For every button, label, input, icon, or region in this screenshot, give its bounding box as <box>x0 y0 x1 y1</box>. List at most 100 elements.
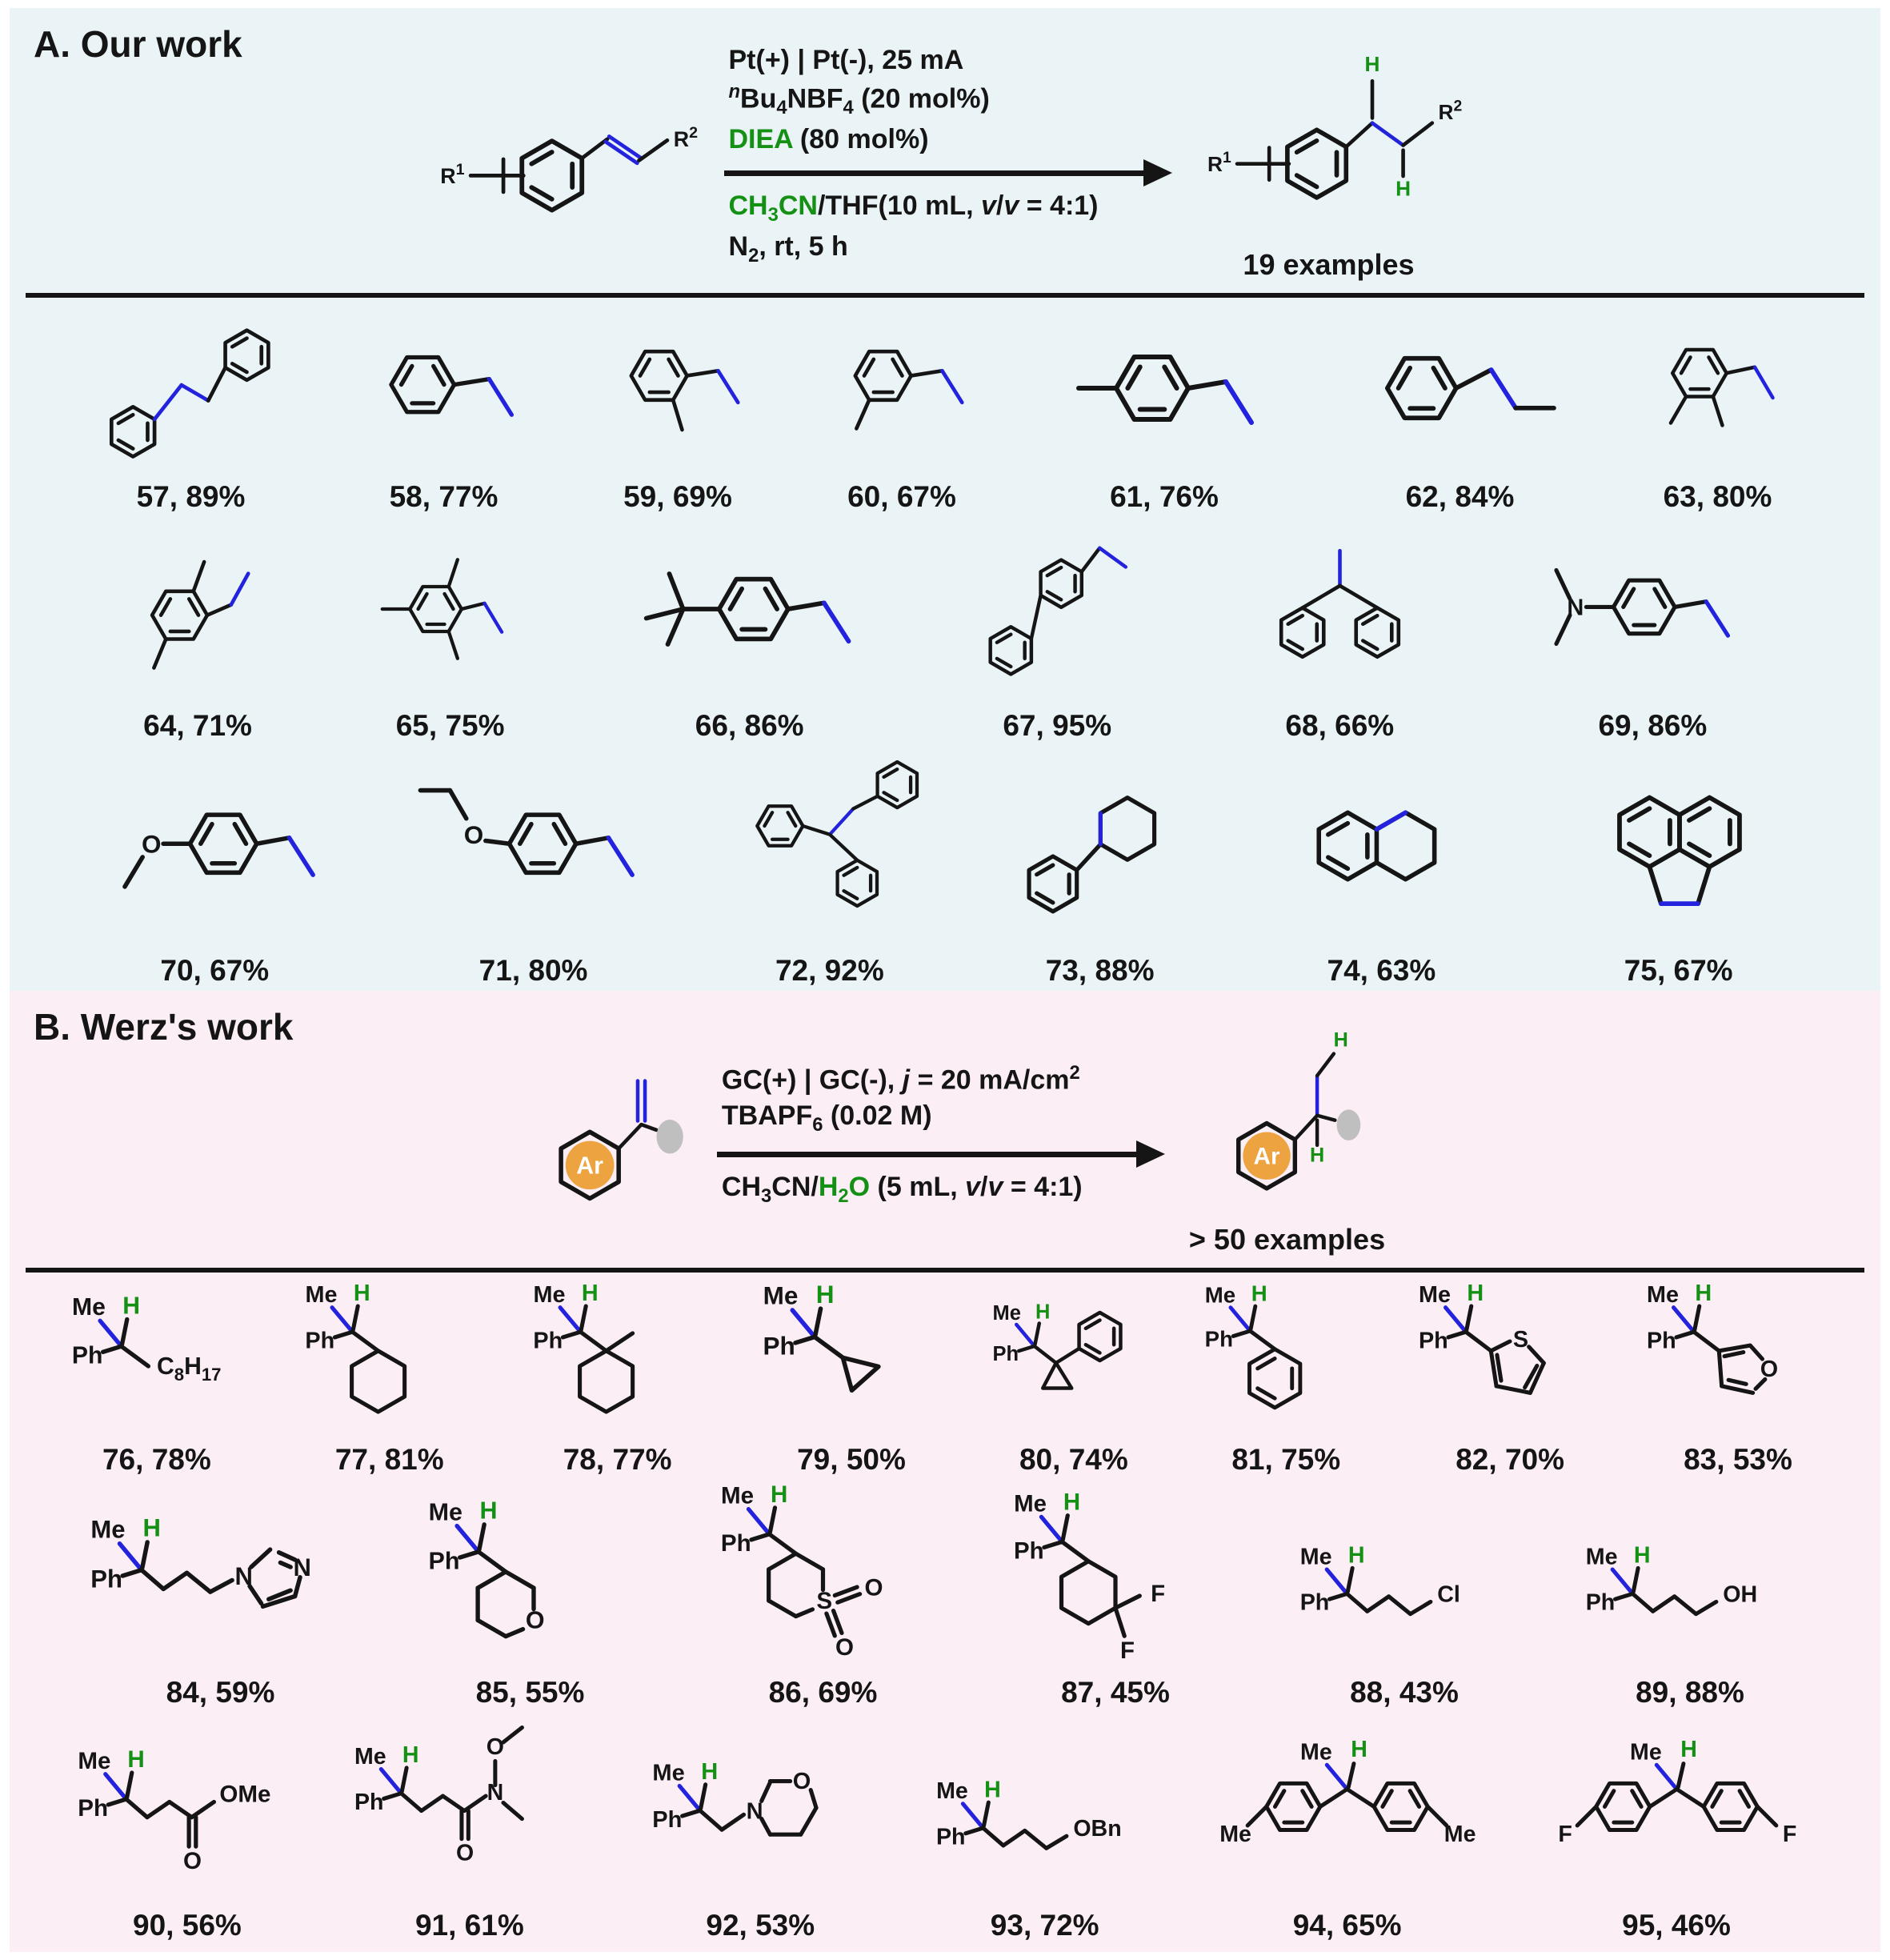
svg-text:OH: OH <box>1723 1581 1757 1607</box>
examples-count-b: > 50 examples <box>1188 1223 1386 1256</box>
structure-61 <box>1076 304 1254 425</box>
svg-text:R2: R2 <box>1438 98 1461 124</box>
reaction-arrow-icon <box>716 1140 1165 1168</box>
svg-text:H: H <box>1309 1144 1323 1167</box>
compound-label: 68, 66% <box>1285 709 1395 742</box>
structure-95: F F <box>1558 1733 1796 1847</box>
compound-label: 86, 69% <box>768 1676 878 1709</box>
structure-67 <box>968 546 1128 701</box>
scheme-b-reactant: Ar <box>505 1079 683 1235</box>
compound-82: S 82, 70% <box>1408 1279 1612 1477</box>
svg-text:O: O <box>183 1848 202 1874</box>
compound-57: 57, 89% <box>94 304 287 514</box>
compound-row-a3: O 70, 67% O 71, 80% <box>26 746 1864 988</box>
compound-66: 66, 86% <box>623 517 876 743</box>
compound-78: 78, 77% <box>516 1279 719 1477</box>
compound-label: 94, 65% <box>1292 1909 1402 1942</box>
compound-83: O 83, 53% <box>1636 1279 1840 1477</box>
scheme-a-product-block: R1 H H R2 19 examples <box>1196 30 1462 282</box>
compound-label: 92, 53% <box>706 1909 815 1942</box>
compound-80: 80, 74% <box>983 1279 1163 1477</box>
structure-84: N N <box>89 1500 311 1609</box>
structure-63 <box>1668 304 1775 427</box>
compound-label: 73, 88% <box>1045 954 1155 987</box>
condition-line: N2, rt, 5 h <box>728 231 848 267</box>
structure-85: O <box>415 1496 545 1639</box>
structure-88: Cl <box>1293 1540 1460 1668</box>
compound-86: S O O 86, 69% <box>708 1480 938 1709</box>
structure-83: O <box>1636 1279 1778 1395</box>
compound-62: 62, 84% <box>1349 304 1571 514</box>
compound-59: 59, 69% <box>600 304 755 514</box>
compound-label: 78, 77% <box>563 1443 672 1476</box>
structure-94: Me Me <box>1219 1733 1476 1847</box>
structure-75 <box>1560 746 1798 906</box>
svg-text:N: N <box>235 1562 253 1590</box>
ar-circle-icon <box>1242 1132 1291 1180</box>
structure-58 <box>356 304 514 417</box>
compound-label: 61, 76% <box>1110 480 1219 513</box>
compound-91: O N O 91, 61% <box>349 1713 591 1942</box>
compound-84: N N 84, 59% <box>89 1500 352 1709</box>
compound-label: 81, 75% <box>1231 1443 1341 1476</box>
compound-label: 87, 45% <box>1061 1676 1170 1709</box>
structure-89: OH <box>1579 1540 1757 1668</box>
compound-71: O 71, 80% <box>404 746 663 988</box>
reaction-conditions-b: GC(+) | GC(-), j = 20 mA/cm2 TBAPF6 (0.0… <box>716 1060 1165 1210</box>
compound-label: 71, 80% <box>479 954 588 987</box>
compound-60: 60, 67% <box>824 304 979 514</box>
compound-72: 72, 92% <box>730 746 930 988</box>
structure-92: N O <box>637 1737 819 1837</box>
condition-line: nBu4NBF4 (20 mol%) <box>728 81 990 119</box>
compound-label: 64, 71% <box>143 709 252 742</box>
compound-label: 93, 72% <box>990 1909 1099 1942</box>
section-b: B. Werz's work Ar GC(+) | GC(-), j = 20 … <box>10 991 1880 1952</box>
section-a-title: A. Our work <box>34 23 242 65</box>
svg-text:O: O <box>793 1769 811 1794</box>
structure-77 <box>288 1279 491 1435</box>
compound-label: 74, 63% <box>1327 954 1436 987</box>
compound-label: 60, 67% <box>847 480 956 513</box>
structure-69: N <box>1554 567 1731 646</box>
compound-76: C8H17 76, 78% <box>50 1279 263 1477</box>
structure-79 <box>744 1279 881 1393</box>
compound-label: 79, 50% <box>797 1443 906 1476</box>
svg-text:O: O <box>456 1841 474 1866</box>
compound-label: 88, 43% <box>1350 1676 1459 1709</box>
compound-68: 68, 66% <box>1239 517 1441 743</box>
compound-label: 66, 86% <box>695 709 804 742</box>
compound-label: 95, 46% <box>1622 1909 1731 1942</box>
structure-60 <box>824 304 964 431</box>
structure-90: O OMe <box>72 1741 271 1874</box>
structure-73 <box>996 746 1203 946</box>
compound-label: 77, 81% <box>334 1443 444 1476</box>
svg-text:S: S <box>816 1588 832 1614</box>
condition-line: Pt(+) | Pt(-), 25 mA <box>728 45 964 76</box>
divider-line <box>26 1268 1864 1273</box>
compound-label: 76, 78% <box>102 1443 211 1476</box>
compound-65: 65, 75% <box>370 517 531 743</box>
compound-label: 89, 88% <box>1636 1676 1744 1709</box>
structure-64 <box>118 559 250 670</box>
compound-label: 70, 67% <box>160 954 270 987</box>
svg-text:O: O <box>142 830 161 858</box>
structure-81 <box>1188 1279 1383 1435</box>
svg-text:O: O <box>463 821 483 849</box>
compound-label: 83, 53% <box>1684 1443 1792 1476</box>
reaction-conditions-a: Pt(+) | Pt(-), 25 mA nBu4NBF4 (20 mol%) … <box>723 42 1172 270</box>
generic-group-ball-icon <box>1336 1109 1360 1140</box>
svg-text:R2: R2 <box>673 124 697 151</box>
compound-row-b3: O OMe 90, 56% O N O <box>26 1713 1864 1942</box>
svg-text:O: O <box>864 1574 883 1601</box>
svg-text:O: O <box>1760 1357 1778 1382</box>
scheme-b-product: Ar H H <box>1195 1029 1360 1221</box>
compound-label: 84, 59% <box>166 1676 275 1709</box>
compound-label: 72, 92% <box>775 954 884 987</box>
compound-75: 75, 67% <box>1560 746 1798 988</box>
compound-label: 75, 67% <box>1624 954 1733 987</box>
compound-label: 80, 74% <box>1019 1443 1128 1476</box>
compound-85: O 85, 55% <box>415 1496 645 1709</box>
svg-text:R1: R1 <box>1207 150 1231 176</box>
svg-text:Ar: Ar <box>576 1152 603 1179</box>
